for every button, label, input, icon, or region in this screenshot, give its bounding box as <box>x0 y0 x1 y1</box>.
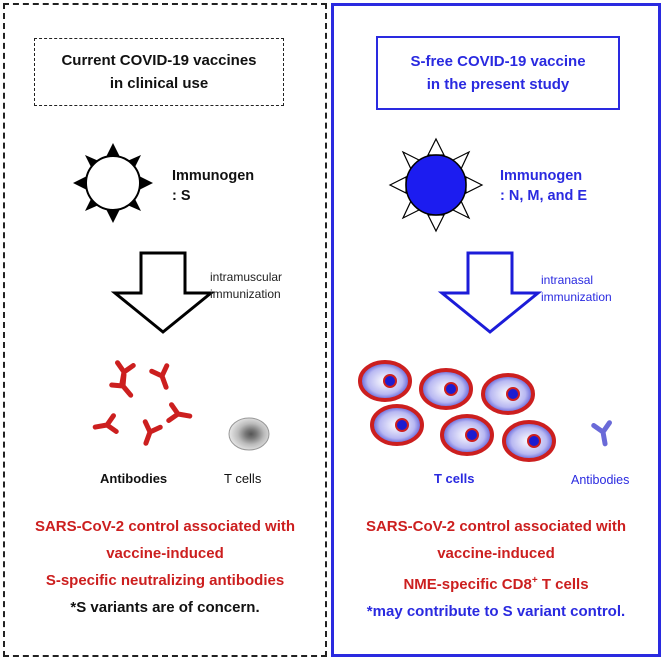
arrow-down-icon <box>110 251 216 334</box>
t-cells-label: T cells <box>224 471 262 486</box>
t-cell <box>370 404 424 446</box>
title-line-2: in the present study <box>426 76 570 93</box>
panel-current-vaccines <box>3 3 327 657</box>
t-cell <box>502 420 556 462</box>
t-cell <box>481 373 535 415</box>
immunogen-nme-label: Immunogen : N, M, and E <box>500 166 587 206</box>
antibodies-label: Antibodies <box>571 473 630 487</box>
conclusion-text-end: T cells <box>537 576 589 593</box>
conclusion-line-1: SARS-CoV-2 control associated with <box>365 518 627 535</box>
t-cell <box>440 414 494 456</box>
panel-present-study <box>331 3 661 657</box>
route-line-1: intramuscular <box>210 270 283 284</box>
conclusion-line-2: vaccine-induced <box>106 545 224 562</box>
conclusion-line-1: SARS-CoV-2 control associated with <box>34 518 296 535</box>
t-cell <box>419 368 473 410</box>
title-present-study: S-free COVID-19 vaccine in the present s… <box>376 36 620 110</box>
conclusion-line-3: NME-specific CD8+ T cells <box>331 567 661 598</box>
t-cell-group <box>358 360 556 462</box>
route-line-1: intranasal <box>541 273 594 287</box>
superscript-plus: + <box>531 575 538 586</box>
title-current-vaccines: Current COVID-19 vaccines in clinical us… <box>34 38 284 106</box>
immunogen-value: : N, M, and E <box>500 188 587 204</box>
route-label: intranasal immunization <box>541 272 612 306</box>
route-line-2: immunization <box>541 290 612 304</box>
t-cell-gray <box>228 417 270 451</box>
immunogen-s-label: Immunogen : S <box>172 166 254 206</box>
immunogen-value: : S <box>172 188 191 204</box>
conclusion-left: SARS-CoV-2 control associated with vacci… <box>3 513 327 621</box>
route-label: intramuscular immunization <box>210 269 282 303</box>
virus-s-icon <box>73 143 153 223</box>
conclusion-line-3: S-specific neutralizing antibodies <box>45 572 285 589</box>
conclusion-right: SARS-CoV-2 control associated with vacci… <box>331 513 661 625</box>
title-line-1: Current COVID-19 vaccines <box>61 52 257 69</box>
t-cell <box>358 360 412 402</box>
antibodies-label: Antibodies <box>100 471 168 486</box>
arrow-down-icon-blue <box>437 251 543 334</box>
conclusion-text: NME-specific CD8 <box>403 576 532 593</box>
note-right: *may contribute to S variant control. <box>366 603 626 620</box>
virus-nme-icon <box>388 137 484 233</box>
conclusion-line-2: vaccine-induced <box>437 545 555 562</box>
t-cells-label: T cells <box>434 471 475 486</box>
title-line-2: in clinical use <box>109 75 209 92</box>
immunogen-label: Immunogen <box>500 168 583 184</box>
note-left: *S variants are of concern. <box>70 599 260 616</box>
title-line-1: S-free COVID-19 vaccine <box>410 53 586 70</box>
immunogen-label: Immunogen <box>172 168 255 184</box>
route-line-2: immunization <box>210 287 281 301</box>
